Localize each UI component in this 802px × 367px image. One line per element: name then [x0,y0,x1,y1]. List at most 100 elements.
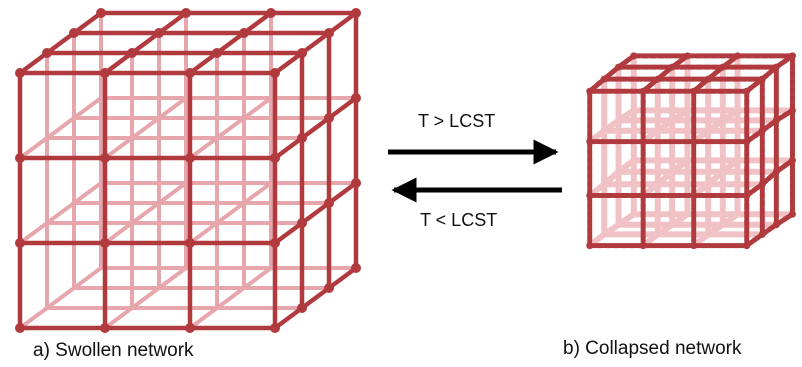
polymer-chain [214,30,247,56]
crosslink-node [324,28,334,38]
heating-arrow-label: T > LCST [418,111,496,131]
crosslink-node [15,238,25,248]
interior-chain [242,266,273,290]
crosslink-node [743,87,751,95]
interior-chain [719,211,741,228]
polymer-chain [326,265,359,291]
crosslink-node [42,48,52,58]
polymer-chain [299,30,332,56]
crosslink-node [351,8,361,18]
polymer-chain [326,180,359,206]
crosslink-node [758,180,766,188]
crosslink-node [181,8,191,18]
polymer-chain [299,200,332,226]
crosslink-node [743,242,751,250]
crosslink-node [772,168,780,176]
interior-chain [130,201,161,225]
crosslink-node [734,52,742,60]
crosslink-node [586,191,594,199]
crosslink-node [690,138,698,146]
crosslink-node [297,303,307,313]
crosslink-node [324,198,334,208]
crosslink-node [270,68,280,78]
crosslink-node [758,230,766,238]
crosslink-node [351,263,361,273]
swollen-network-caption: a) Swollen network [33,340,194,361]
swollen-network-cube [15,8,361,333]
crosslink-node [239,28,249,38]
crosslink-node [639,138,647,146]
polymer-chain [272,220,305,246]
crosslink-node [297,218,307,228]
crosslink-node [100,153,110,163]
crosslink-node [185,238,195,248]
crosslink-node [668,63,676,71]
interior-chain [215,201,246,225]
interior-chain [18,136,49,160]
crosslink-node [690,242,698,250]
crosslink-node [772,116,780,124]
crosslink-node [266,8,276,18]
crosslink-node [324,283,334,293]
interior-chain [72,181,103,205]
crosslink-node [788,106,796,114]
interior-chain [215,116,246,140]
crosslink-node [270,153,280,163]
interior-chain [45,116,76,140]
polymer-chain [299,285,332,311]
polymer-chain [71,10,104,36]
polymer-chain [241,10,274,36]
interior-chain [103,221,134,245]
crosslink-node [15,323,25,333]
crosslink-node [772,63,780,71]
crosslink-node [185,153,195,163]
crosslink-node [615,63,623,71]
crosslink-node [704,75,712,83]
interior-chain [157,96,188,120]
interior-chain [242,96,273,120]
polymer-chain [129,30,162,56]
crosslink-node [212,48,222,58]
crosslink-node [297,48,307,58]
crosslink-node [788,156,796,164]
interior-chain [669,211,691,228]
interior-chain [103,306,134,330]
interior-chain [615,211,637,228]
interior-chain [45,286,76,310]
crosslink-node [185,68,195,78]
crosslink-node [586,87,594,95]
crosslink-node [586,242,594,250]
polymer-chain [102,50,135,76]
interior-chain [72,96,103,120]
interior-chain [72,266,103,290]
interior-chain [103,136,134,160]
crosslink-node [690,191,698,199]
crosslink-node [270,238,280,248]
collapsed-network-caption: b) Collapsed network [563,338,742,359]
polymer-chain [187,50,220,76]
interior-chain [188,306,219,330]
crosslink-node [324,113,334,123]
interior-chain [45,201,76,225]
crosslink-node [683,52,691,60]
polymer-chain [17,50,50,76]
interior-chain [242,181,273,205]
interior-chain [130,116,161,140]
crosslink-node [351,178,361,188]
crosslink-node [351,93,361,103]
crosslink-node [630,52,638,60]
crosslink-node [100,323,110,333]
crosslink-node [758,127,766,135]
crosslink-node [96,8,106,18]
polymer-chain [299,115,332,141]
polymer-chain [156,10,189,36]
crosslink-node [586,138,594,146]
crosslink-node [639,87,647,95]
collapsed-network-cube [586,52,796,250]
interior-chain [188,221,219,245]
crosslink-node [100,68,110,78]
crosslink-node [270,323,280,333]
interior-chain [157,181,188,205]
polymer-chain [272,50,305,76]
